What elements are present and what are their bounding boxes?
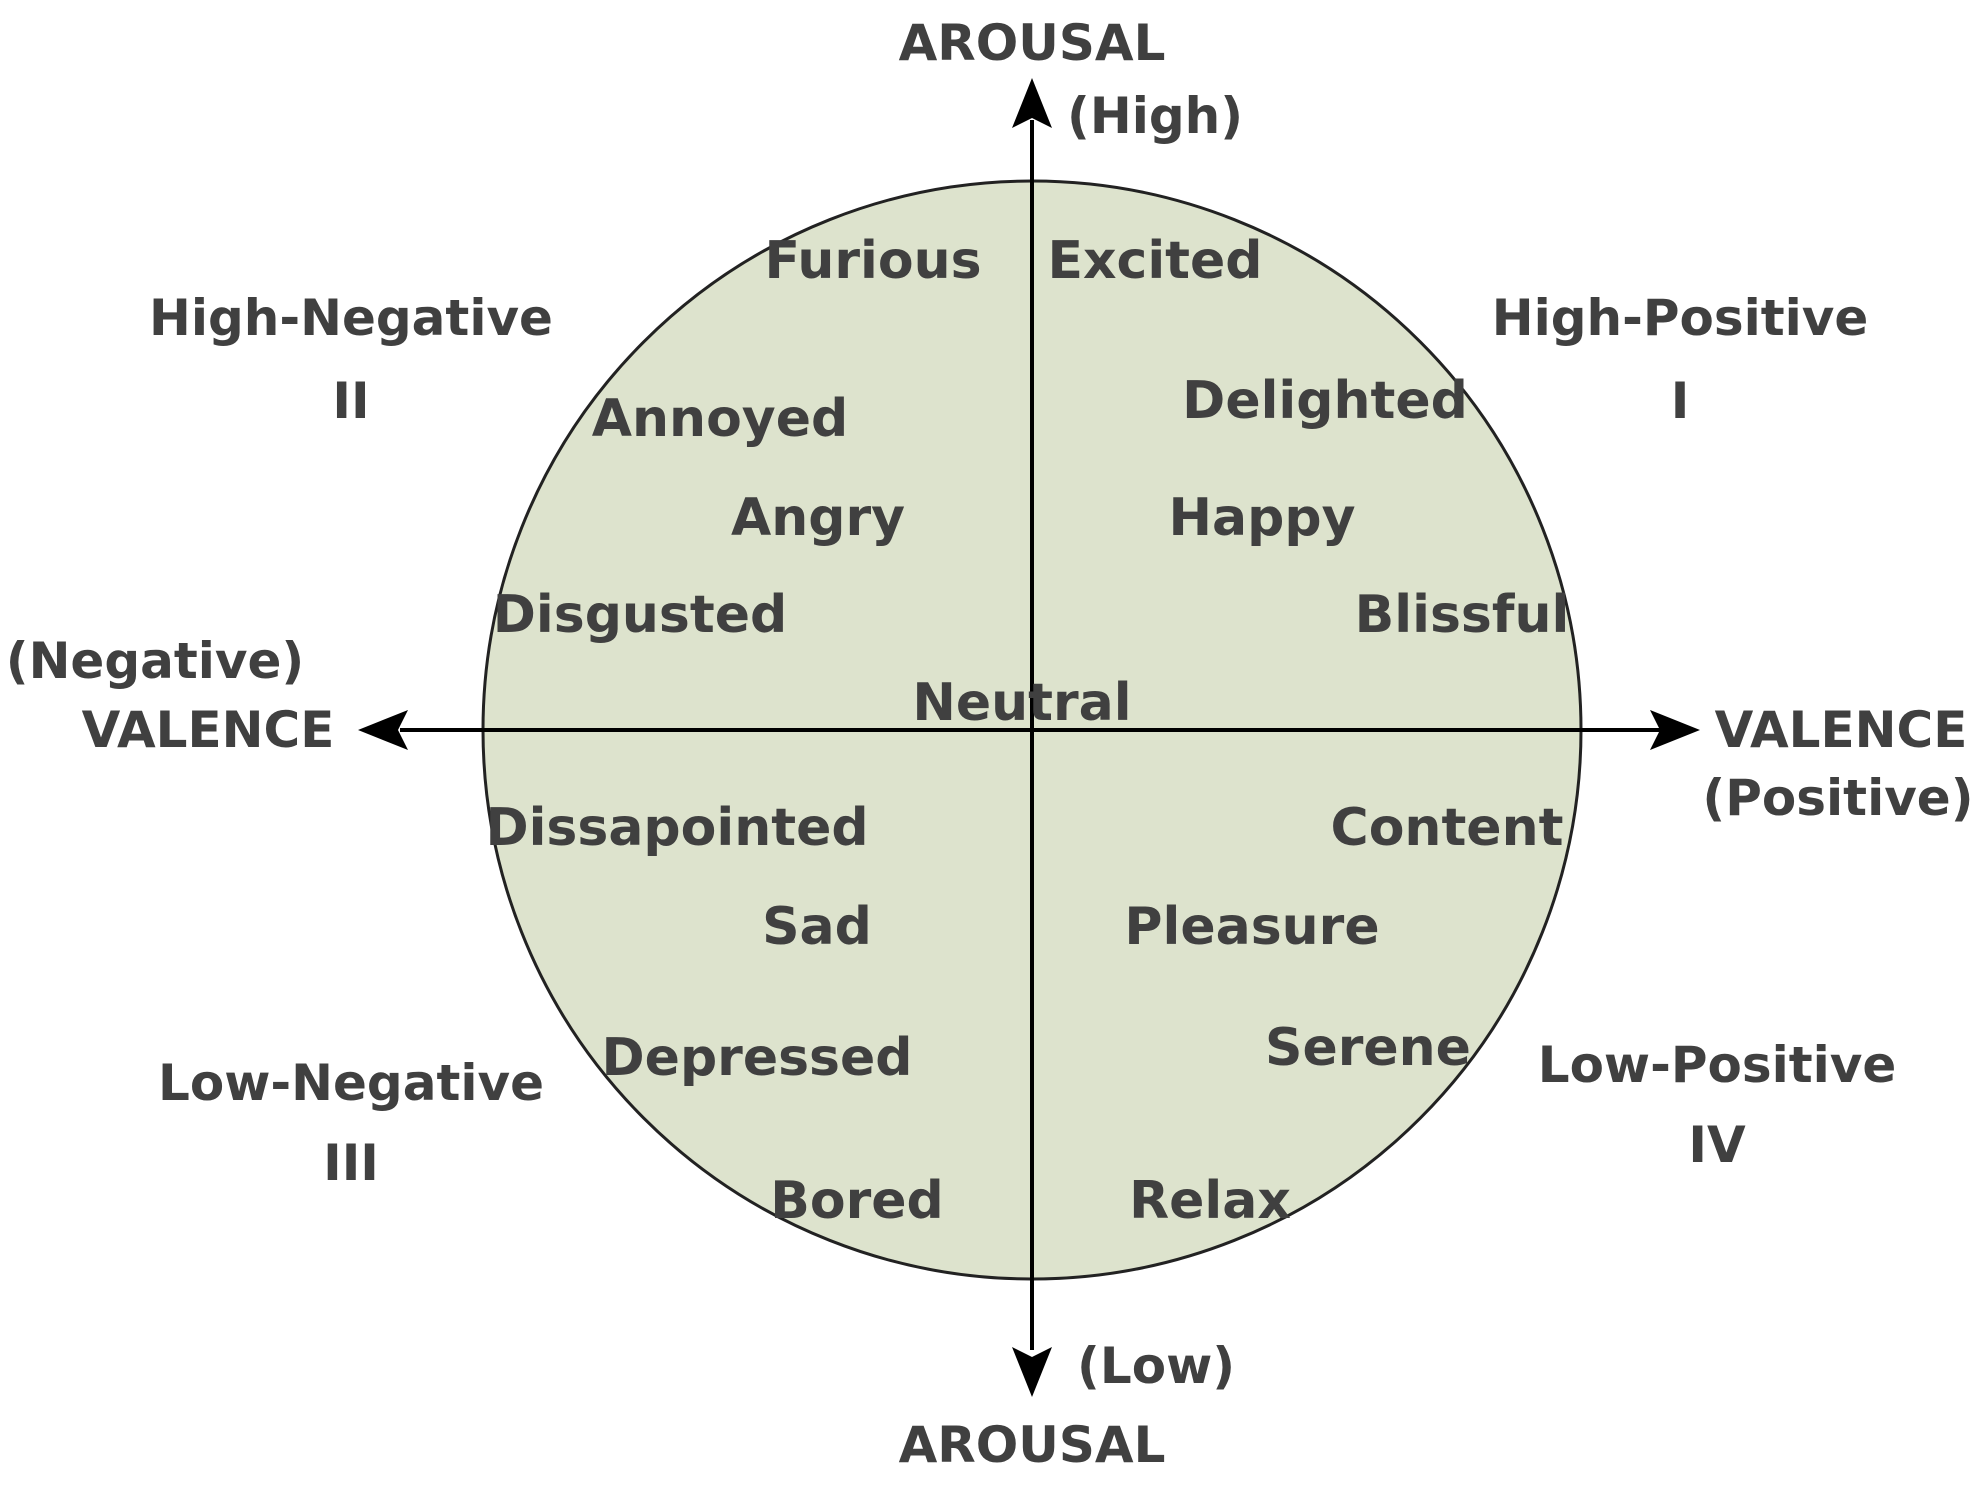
arousal-up-arrowhead bbox=[1012, 78, 1052, 128]
emotion-happy: Happy bbox=[1169, 488, 1356, 548]
quadrant-4-name: Low-Positive bbox=[1538, 1036, 1897, 1094]
valence-right-arrowhead bbox=[1650, 710, 1700, 750]
emotion-dissapointed: Dissapointed bbox=[485, 798, 868, 858]
arousal-top-label: AROUSAL bbox=[899, 14, 1166, 72]
valence-left-label: VALENCE bbox=[82, 701, 335, 759]
quadrant-1-name: High-Positive bbox=[1492, 289, 1869, 347]
emotion-pleasure: Pleasure bbox=[1124, 897, 1379, 957]
emotion-disgusted: Disgusted bbox=[493, 585, 787, 645]
emotion-relax: Relax bbox=[1129, 1171, 1291, 1231]
arousal-high-label: (High) bbox=[1067, 87, 1243, 145]
valence-negative-label: (Negative) bbox=[6, 632, 305, 690]
arousal-low-label: (Low) bbox=[1077, 1337, 1235, 1395]
quadrant-4-number: IV bbox=[1688, 1116, 1746, 1174]
quadrant-2-number: II bbox=[332, 372, 369, 430]
quadrant-1-number: I bbox=[1671, 372, 1690, 430]
emotion-sad: Sad bbox=[762, 897, 872, 957]
valence-left-arrowhead bbox=[358, 710, 408, 750]
arousal-bottom-label: AROUSAL bbox=[899, 1416, 1166, 1474]
quadrant-3-name: Low-Negative bbox=[158, 1054, 544, 1112]
emotion-annoyed: Annoyed bbox=[592, 389, 848, 449]
emotion-delighted: Delighted bbox=[1182, 371, 1468, 431]
valence-positive-label: (Positive) bbox=[1702, 769, 1973, 827]
emotion-excited: Excited bbox=[1047, 231, 1262, 291]
quadrant-2-name: High-Negative bbox=[149, 289, 553, 347]
emotion-bored: Bored bbox=[770, 1171, 944, 1231]
emotion-blissful: Blissful bbox=[1355, 585, 1570, 645]
emotion-serene: Serene bbox=[1265, 1018, 1471, 1078]
emotion-depressed: Depressed bbox=[602, 1028, 913, 1088]
arousal-down-arrowhead bbox=[1012, 1347, 1052, 1397]
quadrant-3-number: III bbox=[323, 1134, 379, 1192]
valence-right-label: VALENCE bbox=[1715, 701, 1968, 759]
emotion-furious: Furious bbox=[764, 231, 981, 291]
emotion-neutral: Neutral bbox=[912, 673, 1131, 733]
emotion-angry: Angry bbox=[731, 488, 905, 548]
emotion-content: Content bbox=[1331, 798, 1564, 858]
